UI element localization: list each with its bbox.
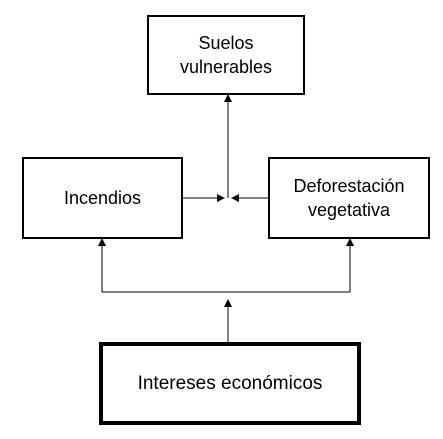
node-label-deforestacion-vegetativa: Deforestación vegetativa [293, 176, 405, 220]
node-incendios: Incendios [22, 157, 183, 239]
node-intereses-economicos: Intereses económicos [99, 342, 361, 425]
node-label-intereses-economicos: Intereses económicos [137, 372, 323, 394]
node-label-suelos-vulnerables: Suelos vulnerables [179, 33, 273, 77]
node-label-incendios: Incendios [63, 188, 142, 208]
node-suelos-vulnerables: Suelos vulnerables [147, 15, 305, 95]
node-deforestacion-vegetativa: Deforestación vegetativa [268, 157, 430, 239]
